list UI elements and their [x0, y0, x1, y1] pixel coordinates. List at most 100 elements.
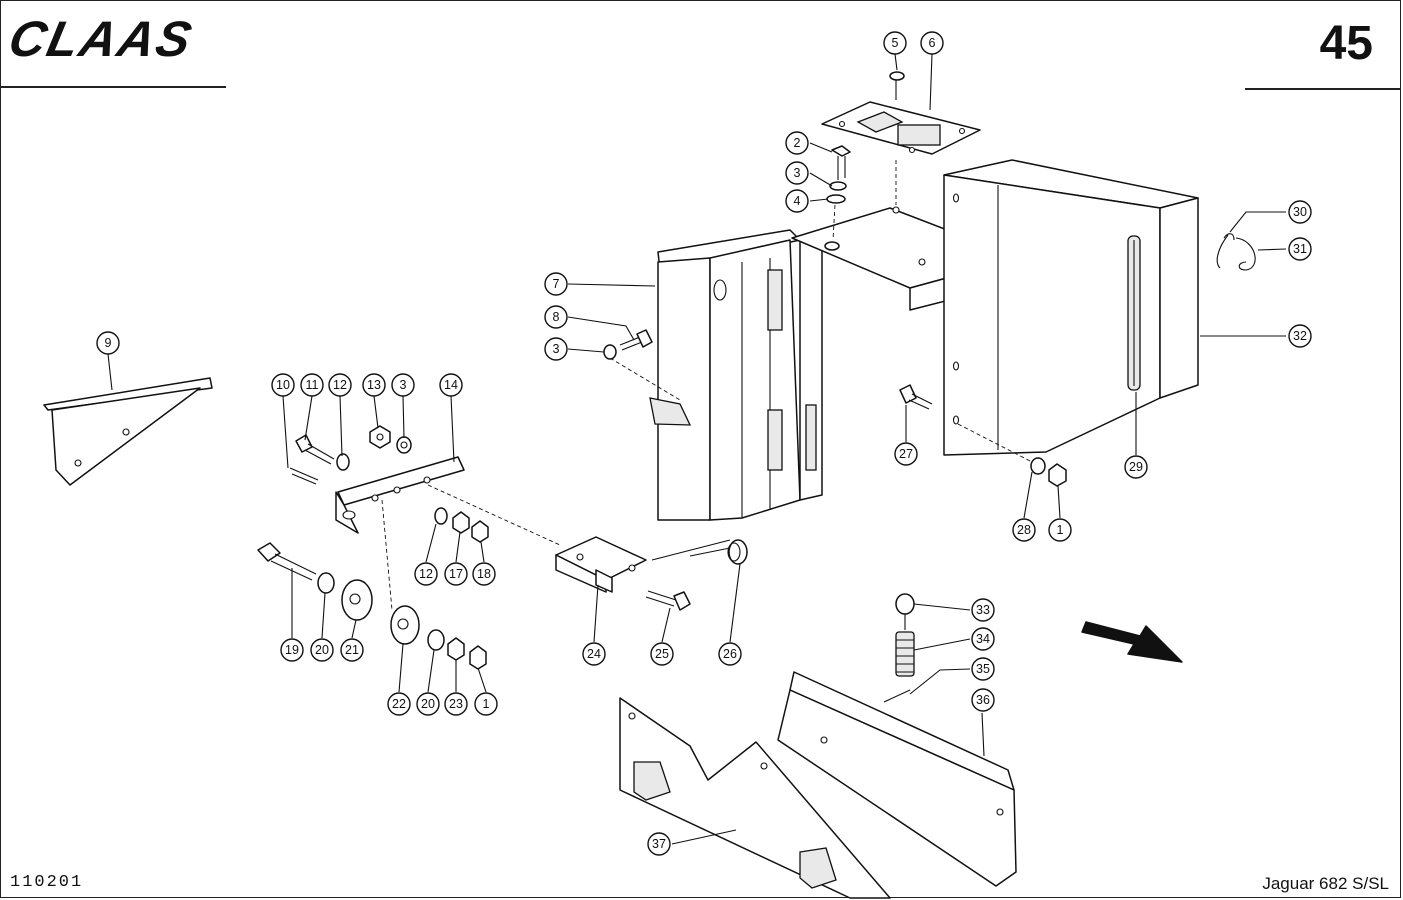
svg-text:35: 35	[976, 662, 990, 676]
part-6-plate	[821, 101, 981, 155]
leader-lines	[107, 53, 1287, 845]
svg-text:20: 20	[315, 643, 329, 657]
callout-31: 31	[1288, 237, 1312, 261]
part-21-roller	[341, 579, 373, 621]
part-1-nut-right	[1048, 463, 1067, 487]
part-20-washer	[317, 572, 335, 594]
header-rule-left	[0, 86, 226, 88]
svg-text:18: 18	[477, 567, 491, 581]
callout-3: 3	[544, 337, 568, 361]
part-31-ring	[1235, 237, 1256, 271]
svg-text:23: 23	[449, 697, 463, 711]
svg-text:8: 8	[553, 310, 560, 324]
callout-11: 11	[300, 373, 324, 397]
svg-text:29: 29	[1129, 460, 1143, 474]
part-36-guard	[777, 671, 1017, 887]
callout-18: 18	[472, 562, 496, 586]
callout-12: 12	[414, 562, 438, 586]
callout-29: 29	[1124, 455, 1148, 479]
callout-35: 35	[971, 657, 995, 681]
callout-6: 6	[920, 31, 944, 55]
part-10-pin	[289, 467, 319, 485]
callout-20: 20	[310, 638, 334, 662]
svg-text:27: 27	[899, 447, 913, 461]
callout-27: 27	[894, 442, 918, 466]
part-13-nut	[369, 425, 391, 449]
part-3-washer-left	[603, 344, 617, 360]
callout-13: 13	[362, 373, 386, 397]
callout-17: 17	[444, 562, 468, 586]
callout-30: 30	[1288, 200, 1312, 224]
part-9-bracket	[43, 377, 213, 486]
svg-text:19: 19	[285, 643, 299, 657]
callout-20: 20	[416, 692, 440, 716]
washer-on-plate	[824, 241, 840, 251]
callout-22: 22	[387, 692, 411, 716]
callout-14: 14	[439, 373, 463, 397]
callout-34: 34	[971, 627, 995, 651]
svg-text:32: 32	[1293, 329, 1307, 343]
callout-28: 28	[1012, 518, 1036, 542]
svg-text:3: 3	[400, 378, 407, 392]
callout-37: 37	[647, 832, 671, 856]
callout-26: 26	[718, 642, 742, 666]
svg-text:24: 24	[587, 647, 601, 661]
svg-text:14: 14	[444, 378, 458, 392]
svg-text:3: 3	[553, 342, 560, 356]
model-name: Jaguar 682 S/SL	[1262, 874, 1389, 893]
svg-text:11: 11	[306, 378, 319, 392]
svg-text:1: 1	[483, 697, 490, 711]
direction-arrow	[1081, 621, 1183, 663]
svg-text:30: 30	[1293, 205, 1307, 219]
svg-text:25: 25	[655, 647, 669, 661]
header-rule-right	[1245, 88, 1401, 90]
part-29-strip	[1127, 235, 1141, 391]
callout-2: 2	[785, 131, 809, 155]
part-25-bolt	[645, 590, 691, 611]
drawing-id: 110201	[10, 873, 84, 892]
tab-7	[649, 397, 692, 426]
part-28-washer	[1030, 457, 1046, 475]
part-7-column	[657, 229, 823, 521]
callout-23: 23	[444, 692, 468, 716]
callout-7: 7	[544, 272, 568, 296]
callout-1: 1	[1048, 518, 1072, 542]
part-33-loop	[895, 593, 915, 630]
callout-10: 10	[271, 373, 295, 397]
callout-3: 3	[785, 161, 809, 185]
svg-text:28: 28	[1017, 523, 1031, 537]
svg-text:21: 21	[345, 643, 359, 657]
callout-33: 33	[971, 598, 995, 622]
svg-text:1: 1	[1057, 523, 1064, 537]
callout-25: 25	[650, 642, 674, 666]
axis-line-roller	[381, 499, 393, 611]
svg-text:12: 12	[419, 567, 433, 581]
svg-text:36: 36	[976, 693, 990, 707]
svg-text:22: 22	[392, 697, 406, 711]
part-12-washer-upper	[336, 453, 350, 471]
svg-text:31: 31	[1293, 242, 1307, 256]
part-11-bolt	[295, 434, 335, 465]
callout-19: 19	[280, 638, 304, 662]
svg-text:3: 3	[794, 166, 801, 180]
svg-text:2: 2	[794, 136, 801, 150]
part-19-bolt	[257, 542, 317, 581]
axis-line-clamp	[427, 484, 561, 546]
svg-text:12: 12	[333, 378, 347, 392]
svg-text:20: 20	[421, 697, 435, 711]
parts-12-17-18-nuts	[434, 507, 489, 543]
part-3-washer-mid	[396, 436, 412, 454]
part-4-washer	[826, 194, 846, 204]
svg-text:17: 17	[449, 567, 463, 581]
callout-24: 24	[582, 642, 606, 666]
callout-32: 32	[1288, 324, 1312, 348]
svg-text:10: 10	[276, 378, 290, 392]
part-5-screw	[889, 71, 905, 100]
callout-21: 21	[340, 638, 364, 662]
svg-text:7: 7	[553, 277, 560, 291]
svg-text:5: 5	[892, 36, 899, 50]
part-2-bolt	[831, 145, 851, 180]
part-32-cover	[943, 159, 1199, 456]
part-26-spring	[651, 539, 748, 565]
